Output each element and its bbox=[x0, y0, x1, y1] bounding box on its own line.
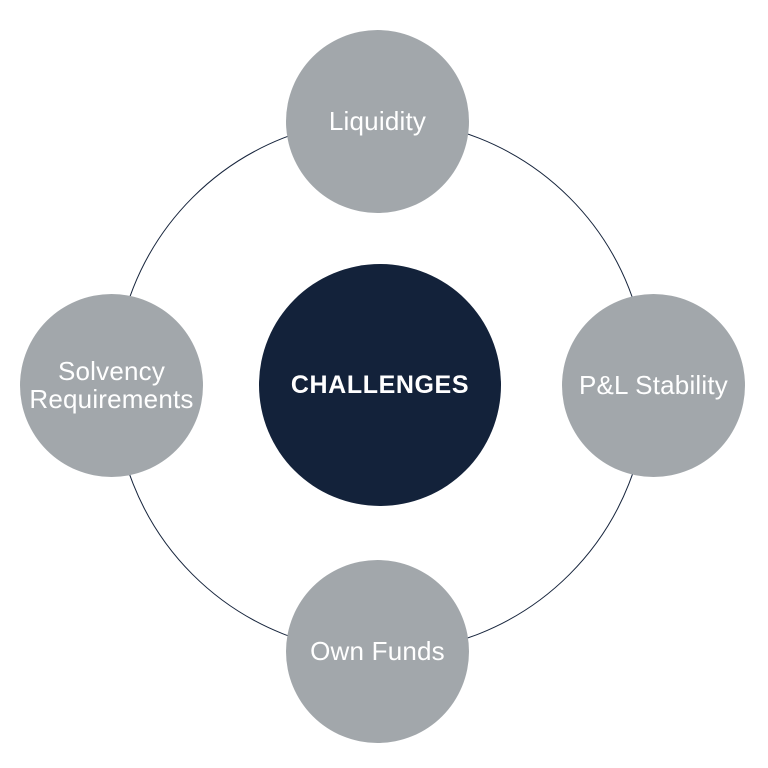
node-label: Solvency Requirements bbox=[29, 356, 194, 414]
node-label: Own Funds bbox=[310, 635, 445, 666]
node-label: Liquidity bbox=[328, 105, 427, 136]
node-label: P&L Stability bbox=[578, 369, 729, 400]
node-own-funds: Own Funds bbox=[286, 560, 469, 743]
node-pl-stability: P&L Stability bbox=[562, 294, 745, 477]
center-label: CHALLENGES bbox=[290, 370, 470, 399]
node-solvency-requirements: Solvency Requirements bbox=[20, 294, 203, 477]
node-challenges-center: CHALLENGES bbox=[259, 264, 501, 506]
node-liquidity: Liquidity bbox=[286, 30, 469, 213]
